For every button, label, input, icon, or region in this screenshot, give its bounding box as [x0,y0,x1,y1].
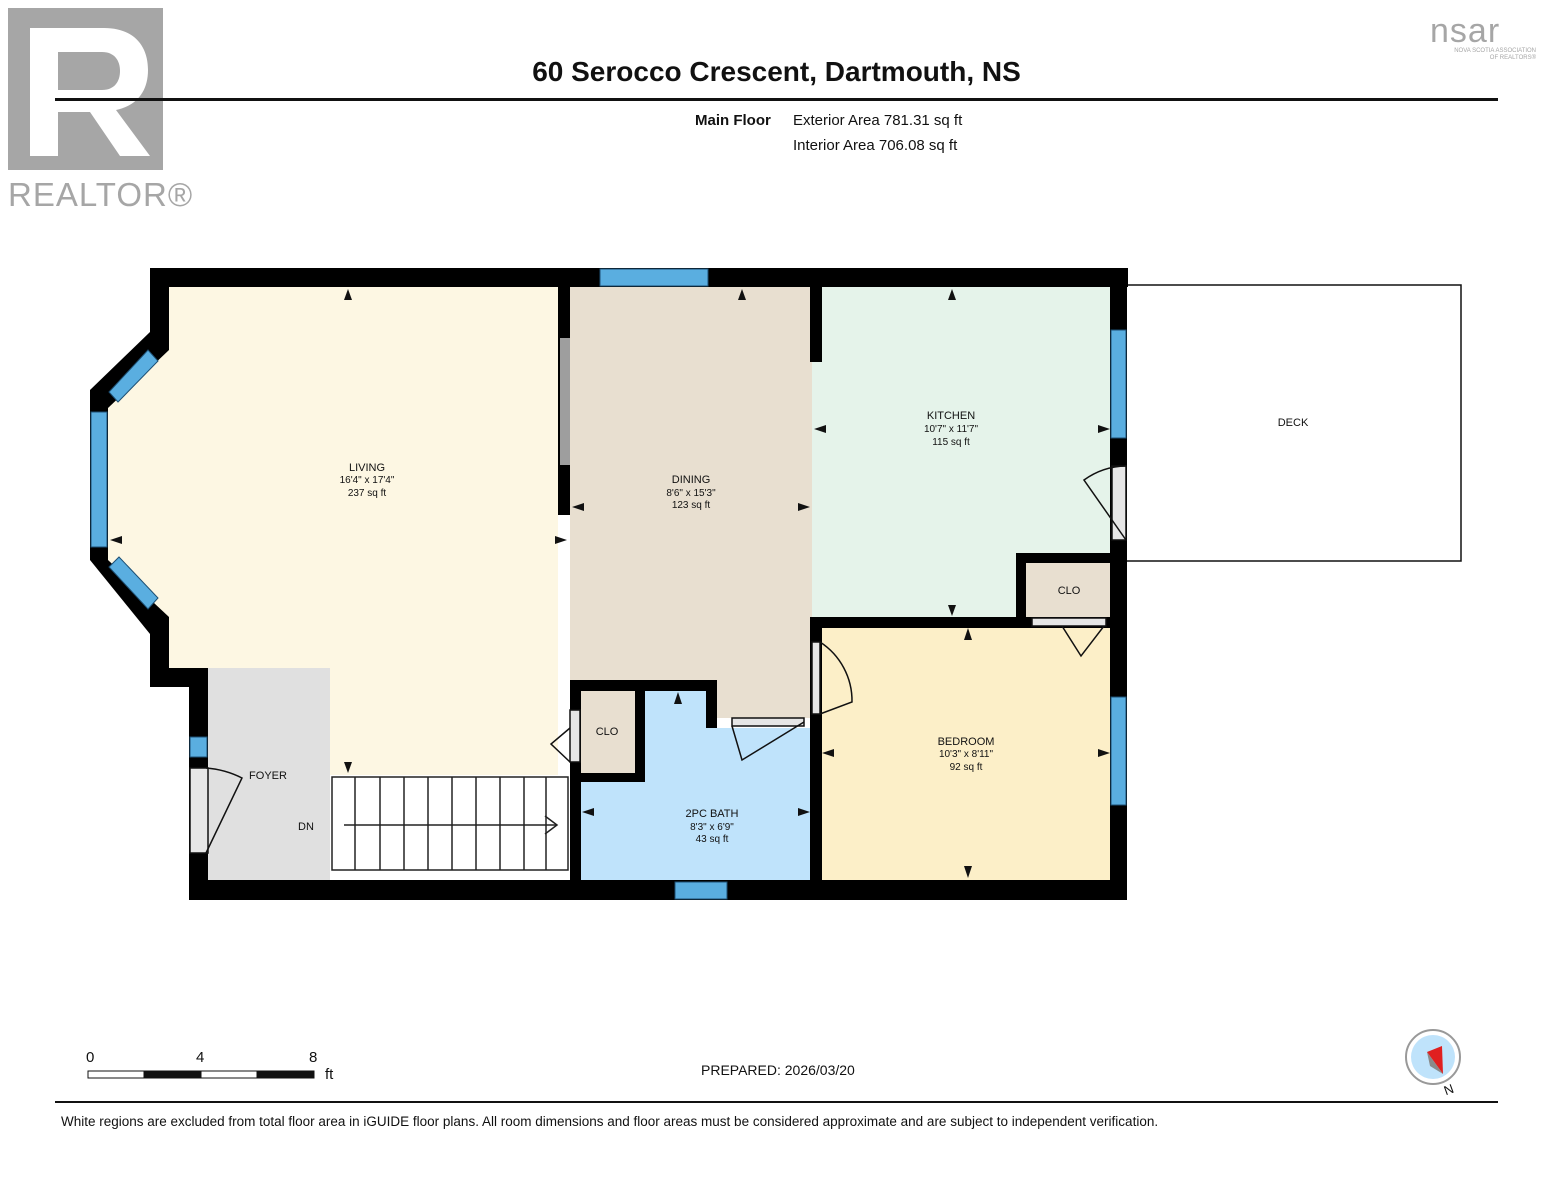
compass-icon [1405,1029,1461,1085]
dining-extension [716,682,812,718]
bath-room [580,690,812,882]
partition-panel [560,338,570,465]
window-foyer [189,736,208,758]
header-rule [55,98,1498,101]
nsar-subtitle-1: NOVA SCOTIA ASSOCIATION [1454,48,1536,54]
foyer-room [208,668,330,880]
bedroom-area: 92 sq ft [950,762,983,773]
window-kitchen [1110,329,1127,439]
living-dims: 16'4" x 17'4" [340,475,395,486]
kitchen-dims: 10'7" x 11'7" [924,424,979,435]
foyer-name: FOYER [249,770,287,782]
living-room [108,287,558,775]
kitchen-name: KITCHEN [927,410,975,422]
scale-tick-8: 8 [309,1049,318,1066]
dining-area: 123 sq ft [672,500,711,511]
window-bedroom [1110,696,1127,806]
bath-name: 2PC BATH [686,808,739,820]
realtor-r-icon [8,8,163,170]
interior-area: Interior Area 706.08 sq ft [793,137,958,154]
realtor-logo-mark [8,8,163,170]
exterior-area: Exterior Area 781.31 sq ft [793,112,963,129]
stairs-label: DN [298,821,314,833]
window-dining [599,268,709,287]
scale-bar [87,1070,315,1079]
dining-name: DINING [672,474,711,486]
nsar-subtitle-2: OF REALTORS® [1489,55,1536,61]
dimension-arrows [110,289,1110,878]
bedroom-name: BEDROOM [938,736,995,748]
nsar-wordmark: nsar [1430,12,1501,50]
stairs-area [330,775,570,880]
scale-tick-0: 0 [86,1049,95,1066]
windows [90,268,1127,900]
doors [189,465,1127,854]
stairs-treads [331,776,569,871]
window-living-center [90,411,108,548]
prepared-date: PREPARED: 2026/03/20 [701,1062,855,1078]
nsar-logo: nsar NOVA SCOTIA ASSOCIATION OF REALTORS… [1430,14,1542,74]
floor-label: Main Floor [695,112,771,129]
page-title: 60 Serocco Crescent, Dartmouth, NS [532,56,1021,87]
window-bath [674,881,728,900]
scale-unit: ft [325,1066,334,1083]
living-area: 237 sq ft [348,488,387,499]
kitchen-area: 115 sq ft [932,437,970,448]
deck-area [1125,284,1462,562]
closet-living-name: CLO [596,726,619,738]
window-living-upper [108,349,159,403]
window-living-lower [108,556,159,610]
disclaimer-text: White regions are excluded from total fl… [61,1114,1159,1129]
dining-room [570,287,812,682]
dining-dims: 8'6" x 15'3" [666,488,716,499]
living-name: LIVING [349,462,385,474]
bath-dims: 8'3" x 6'9" [690,822,734,833]
bedroom-room [820,628,1112,880]
closet-kitchen-name: CLO [1058,585,1081,597]
bedroom-dims: 10'3" x 8'11" [939,749,994,760]
realtor-wordmark: REALTOR® [8,176,194,213]
closet-kitchen [1026,563,1112,617]
bath-area: 43 sq ft [696,834,729,845]
scale-tick-4: 4 [196,1049,205,1066]
realtor-logo: REALTOR® [8,8,192,213]
deck-name: DECK [1278,417,1309,429]
closet-living [580,691,635,773]
footer-rule [55,1101,1498,1103]
